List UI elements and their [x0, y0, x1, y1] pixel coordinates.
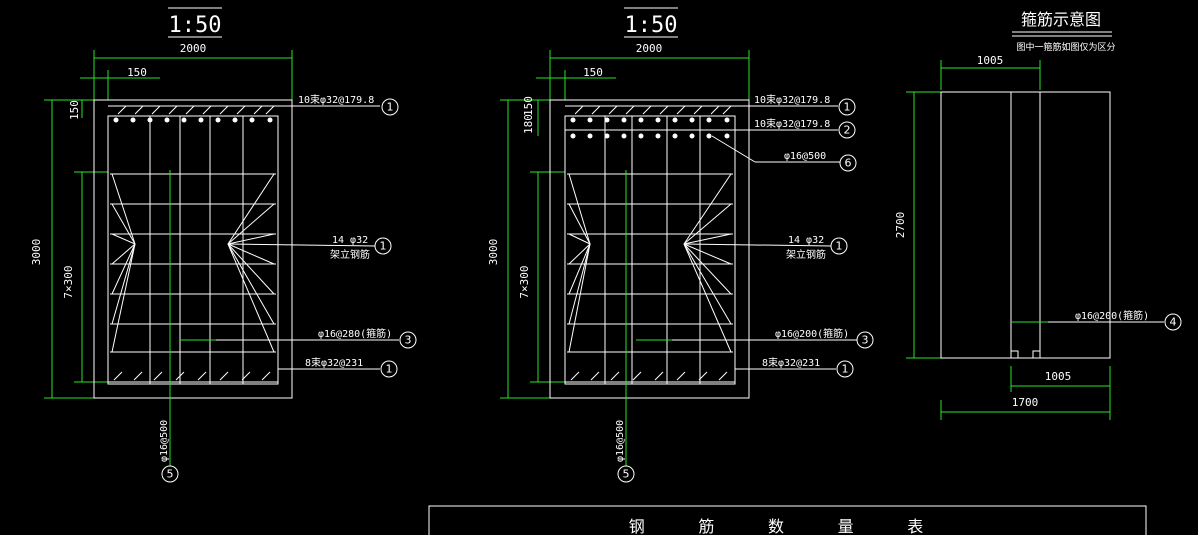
top-hatch	[574, 105, 732, 115]
mark-circle	[380, 360, 398, 378]
bottom-hatch	[570, 371, 728, 381]
callout-1c-text: 8束φ32@231	[762, 357, 820, 369]
spacing-dim-text: 7×300	[518, 265, 531, 298]
stirrup-detail: 箍筋示意图 图中一箍筋如图仅为区分 1005 2700 φ16@200(箍筋) …	[894, 10, 1182, 420]
table-title: 钢 筋 数 量 表	[629, 517, 946, 535]
mark-text: 1	[387, 101, 394, 114]
callout-5-text: φ16@500	[159, 420, 170, 462]
mark-text: 3	[405, 334, 412, 347]
second-bars	[570, 133, 730, 139]
stirrup-outline	[107, 115, 279, 385]
cover-dim-text: 150	[127, 66, 147, 79]
mark-circle	[836, 360, 854, 378]
top-cover-dim-text-2: 150	[522, 96, 535, 116]
mark-text: 1	[386, 363, 393, 376]
mark-text: 5	[623, 468, 630, 481]
hook-mark	[1010, 350, 1019, 359]
fan-right	[227, 173, 275, 353]
detail-title: 箍筋示意图	[1021, 10, 1101, 29]
fan-left	[111, 173, 136, 353]
mark-text: 1	[842, 363, 849, 376]
height-dim-text: 2700	[894, 212, 907, 239]
callout-1b-leader	[683, 243, 833, 247]
mark-text: 1	[836, 240, 843, 253]
mark-circle	[381, 98, 399, 116]
top-hatch	[117, 105, 275, 115]
stirrup-outline	[940, 91, 1111, 359]
section-a: 1:50 2000 150 3000 150 7×300	[30, 7, 417, 483]
side-bars	[110, 173, 276, 353]
callout-1b-leader	[227, 243, 377, 247]
bottom-hatch	[113, 371, 271, 381]
fan-left	[568, 173, 591, 353]
hook-mark	[1032, 350, 1041, 359]
callout-6-leader-a	[711, 135, 756, 163]
mark-circle	[838, 121, 856, 139]
mark-circle	[161, 465, 179, 483]
bottom-dim-text: 1005	[1045, 370, 1072, 383]
callout-3-text: φ16@280(箍筋)	[318, 327, 392, 340]
height-dim-text: 3000	[30, 239, 43, 266]
top-dim-text: 1005	[977, 54, 1004, 67]
table-frame	[428, 505, 1147, 535]
scale-label: 1:50	[625, 13, 678, 38]
callout-1a-text: 10束φ32@179.8	[754, 94, 830, 106]
detail-subtitle: 图中一箍筋如图仅为区分	[1016, 41, 1115, 53]
mark-circle	[399, 331, 417, 349]
callout-4-text: φ16@200(箍筋)	[1075, 309, 1149, 322]
mark-circle	[374, 237, 392, 255]
mark-circle	[838, 98, 856, 116]
rebar-table: 钢 筋 数 量 表	[428, 505, 1147, 535]
side-bars	[567, 173, 733, 353]
callout-6-text: φ16@500	[784, 151, 826, 162]
fan-right	[683, 173, 732, 353]
mark-text: 6	[845, 157, 852, 170]
top-cover-dim-text: 180	[522, 114, 535, 134]
callout-1b-text: 14 φ32	[788, 235, 824, 246]
mark-text: 1	[380, 240, 387, 253]
mark-circle	[839, 154, 857, 172]
mark-text: 4	[1170, 316, 1177, 329]
top-bars	[113, 117, 273, 123]
callout-1b-sub: 架立钢筋	[330, 248, 370, 261]
mark-circle	[830, 237, 848, 255]
stirrup-outline	[564, 115, 736, 385]
overall-dim-text: 1700	[1012, 396, 1039, 409]
callout-1b-sub: 架立钢筋	[786, 248, 826, 261]
mark-circle	[856, 331, 874, 349]
mark-text: 5	[167, 468, 174, 481]
cover-dim-text: 150	[583, 66, 603, 79]
top-bars	[570, 117, 730, 123]
mark-text: 2	[844, 124, 851, 137]
top-cover-dim-text: 150	[68, 100, 81, 120]
scale-label: 1:50	[169, 13, 222, 38]
callout-5-text: φ16@500	[615, 420, 626, 462]
section-outline	[549, 99, 750, 399]
callout-2-text: 10束φ32@179.8	[754, 118, 830, 130]
callout-1c-text: 8束φ32@231	[305, 357, 363, 369]
section-b: 1:50 2000 150 3000 180 150 7×300	[487, 7, 874, 483]
callout-1b-text: 14 φ32	[332, 235, 368, 246]
mark-circle	[1164, 313, 1182, 331]
width-dim-text: 2000	[636, 42, 663, 55]
width-dim-text: 2000	[180, 42, 207, 55]
callout-1a-text: 10束φ32@179.8	[298, 94, 374, 106]
mark-text: 3	[862, 334, 869, 347]
callout-3-text: φ16@200(箍筋)	[775, 327, 849, 340]
section-outline	[93, 99, 293, 399]
mark-text: 1	[844, 101, 851, 114]
mark-circle	[617, 465, 635, 483]
height-dim-text: 3000	[487, 239, 500, 266]
spacing-dim-text: 7×300	[62, 265, 75, 298]
